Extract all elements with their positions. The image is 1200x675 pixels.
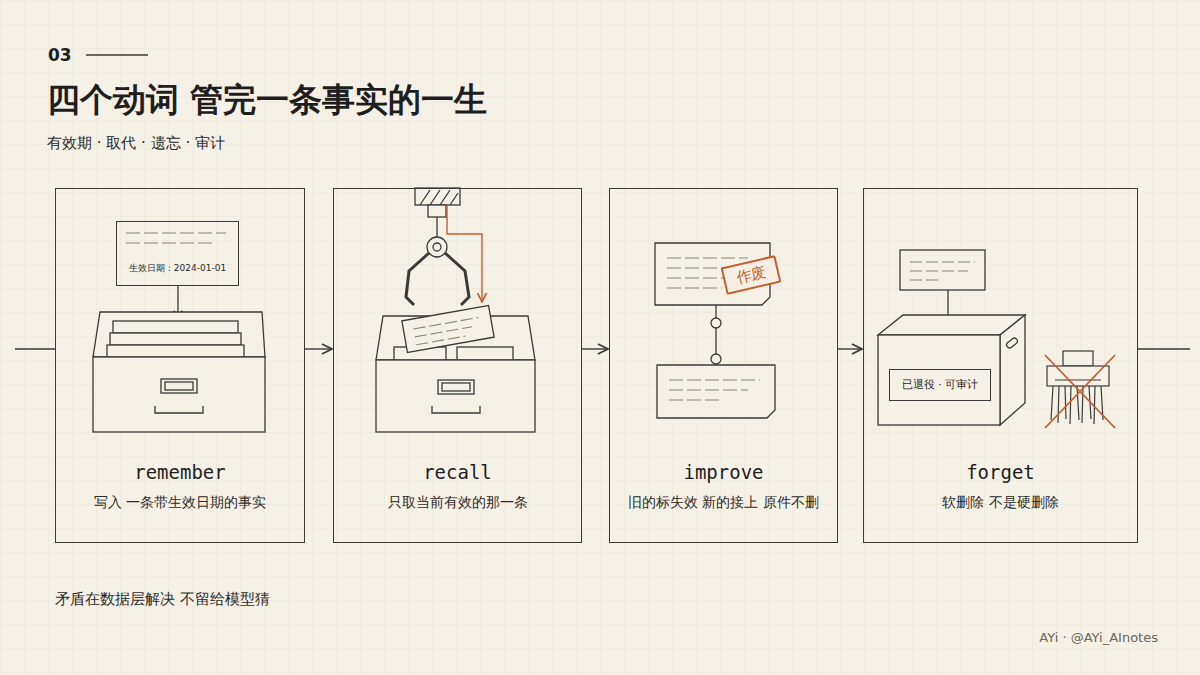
subtitle: 有效期 · 取代 · 遗忘 · 审计 [47, 134, 225, 153]
file-drawer [442, 383, 470, 391]
orange-path [447, 205, 482, 302]
verb-caption: 旧的标失效 新的接上 原件不删 [628, 492, 819, 512]
new-card [657, 365, 775, 418]
verb-caption: 只取当前有效的那一条 [388, 492, 528, 512]
picked-card [416, 336, 465, 345]
verb-caption: 写入 一条带生效日期的事实 [94, 492, 266, 512]
old-card [667, 257, 748, 258]
claw-machine [433, 243, 441, 251]
shredder [1051, 386, 1103, 424]
fact-card: 生效日期：2024-01-01 [116, 221, 239, 286]
file-drawer [93, 312, 265, 357]
file-drawer [457, 347, 513, 360]
verb-caption: 软删除 不是硬删除 [942, 492, 1058, 512]
void-stamp: 作废 [721, 255, 782, 295]
cross-mark [1045, 355, 1115, 428]
file-drawer [161, 379, 197, 393]
card-lines [126, 232, 226, 233]
header-rule [86, 54, 148, 55]
header-rule [86, 54, 148, 55]
old-card [655, 243, 770, 305]
chain-link [711, 354, 721, 364]
verb-label: forget [966, 460, 1035, 484]
archive-box [878, 335, 1000, 425]
old-card [667, 287, 722, 288]
status-tag: 已退役 · 可审计 [889, 369, 991, 401]
date-text: 生效日期：2024-01-01 [129, 262, 226, 274]
file-drawer [93, 357, 265, 432]
flow-arrow [838, 348, 862, 349]
incoming-card [910, 261, 975, 262]
claw-machine [406, 253, 429, 305]
orange-path [447, 205, 482, 302]
flow-arrow [305, 348, 332, 349]
incoming-card [910, 262, 975, 280]
picked-card [413, 318, 481, 345]
section-number: 03 [48, 45, 72, 65]
tag-text: 已退役 · 可审计 [902, 378, 979, 392]
file-drawer [438, 380, 474, 394]
stage-panel: 已退役 · 可审计 forget 软删除 不是硬删除 [863, 188, 1138, 543]
file-drawer [432, 406, 480, 413]
cross-mark [1045, 355, 1115, 428]
old-card [655, 243, 770, 305]
stage-panel: 生效日期：2024-01-01 remember 写入 一条带生效日期的事实 [55, 188, 305, 543]
file-drawer [155, 406, 203, 413]
shredder [1047, 366, 1109, 386]
file-drawer [165, 382, 193, 390]
new-card [669, 380, 760, 400]
claw-machine [420, 190, 458, 205]
file-drawer [376, 360, 535, 432]
incoming-card [900, 250, 985, 290]
claw-machine [406, 188, 469, 305]
stage-panel: recall 只取当前有效的那一条 [333, 188, 582, 543]
archive-box [878, 315, 1025, 425]
chain-link [711, 318, 721, 328]
archive-box [1005, 337, 1018, 349]
timeline-line [15, 348, 55, 349]
picked-card [402, 306, 494, 353]
card-lines [126, 233, 226, 243]
file-drawer [110, 333, 241, 345]
chain-link [711, 305, 721, 365]
claw-machine [428, 205, 446, 217]
cross-mark [1045, 355, 1115, 428]
shredder [1055, 379, 1101, 380]
flow-arrow [582, 348, 608, 349]
picked-card [402, 306, 494, 353]
old-card [667, 277, 730, 278]
stamp-text: 作废 [734, 263, 767, 287]
new-card [669, 379, 760, 380]
verb-label: remember [134, 460, 226, 484]
new-card [669, 399, 720, 400]
incoming-card [910, 279, 940, 280]
file-drawer [113, 321, 238, 333]
incoming-card [910, 270, 968, 271]
archive-box [1000, 315, 1025, 425]
shredder [1063, 351, 1093, 366]
new-card [657, 365, 775, 418]
verb-label: improve [683, 460, 763, 484]
claw-machine [415, 188, 460, 205]
claw-machine [436, 217, 437, 237]
page-title: 四个动词 管完一条事实的一生 [47, 78, 488, 123]
claw-machine [445, 253, 469, 305]
author-credit: AYi · @AYi_AInotes [1039, 630, 1158, 645]
timeline-line [1138, 348, 1190, 349]
verb-label: recall [423, 460, 492, 484]
file-drawer [93, 312, 265, 432]
card-lines [126, 242, 212, 243]
footer-note: 矛盾在数据层解决 不留给模型猜 [55, 590, 270, 609]
claw-machine [427, 237, 447, 257]
file-drawer [107, 345, 244, 357]
incoming-card [900, 250, 985, 290]
picked-card [415, 327, 472, 337]
new-card [669, 389, 748, 390]
stage-panel: 作废 improve 旧的标失效 新的接上 原件不删 [609, 188, 838, 543]
